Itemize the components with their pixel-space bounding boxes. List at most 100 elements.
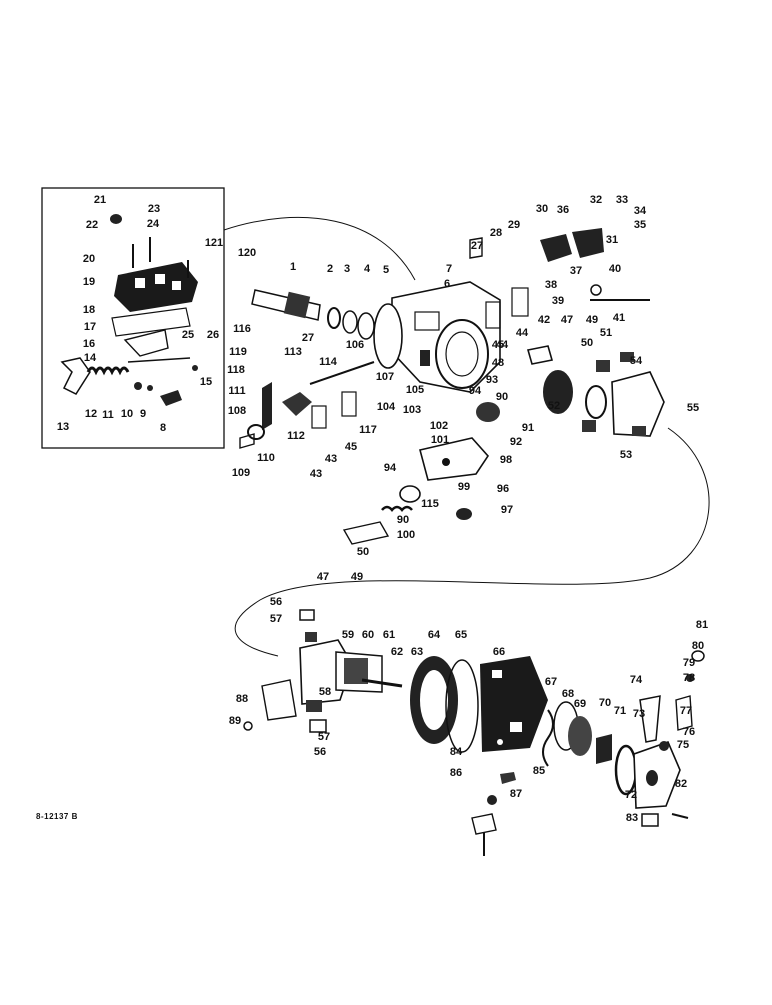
callout-92: 92 xyxy=(510,436,522,448)
callout-73: 73 xyxy=(633,708,645,720)
callout-20: 20 xyxy=(83,253,95,265)
callout-43: 43 xyxy=(310,468,322,480)
callout-23: 23 xyxy=(148,203,160,215)
callout-72: 72 xyxy=(625,789,637,801)
governor-linkage xyxy=(60,329,198,406)
callout-105: 105 xyxy=(406,384,424,396)
callout-33: 33 xyxy=(616,194,628,206)
callout-57: 57 xyxy=(318,731,330,743)
cover-screws xyxy=(132,237,189,278)
cover-plug xyxy=(110,214,122,224)
callout-37: 37 xyxy=(570,265,582,277)
callout-36: 36 xyxy=(557,204,569,216)
callout-26: 26 xyxy=(207,329,219,341)
callout-38: 38 xyxy=(545,279,557,291)
callout-34: 34 xyxy=(634,205,647,217)
callout-102: 102 xyxy=(430,420,448,432)
drive-hub xyxy=(261,639,403,721)
callout-112: 112 xyxy=(287,430,305,442)
callout-120: 120 xyxy=(238,247,256,259)
callout-96: 96 xyxy=(497,483,509,495)
callout-80: 80 xyxy=(692,640,704,652)
callout-48: 48 xyxy=(492,357,504,369)
callout-2: 2 xyxy=(327,263,333,275)
callout-3: 3 xyxy=(344,263,350,275)
callout-66: 66 xyxy=(493,646,505,658)
inset-frame xyxy=(41,187,225,449)
callout-83: 83 xyxy=(626,812,638,824)
callout-99: 99 xyxy=(458,481,470,493)
callout-7: 7 xyxy=(446,263,452,275)
callout-29: 29 xyxy=(508,219,520,231)
callout-103: 103 xyxy=(403,404,421,416)
callout-39: 39 xyxy=(552,295,564,307)
callout-61: 61 xyxy=(383,629,395,641)
callout-45: 45 xyxy=(345,441,357,453)
callout-84: 84 xyxy=(450,746,463,758)
callout-93: 93 xyxy=(486,374,498,386)
callout-63: 63 xyxy=(411,646,423,658)
callout-35: 35 xyxy=(634,219,646,231)
leader-upper-to-lower xyxy=(234,427,710,657)
callout-50: 50 xyxy=(357,546,369,558)
callout-51: 51 xyxy=(600,327,612,339)
callout-9: 9 xyxy=(140,408,146,420)
callout-5: 5 xyxy=(383,264,389,276)
callout-1: 1 xyxy=(290,261,296,273)
callout-25: 25 xyxy=(182,329,194,341)
callout-50: 50 xyxy=(581,337,593,349)
callout-86: 86 xyxy=(450,767,462,779)
callout-45: 45 xyxy=(492,339,504,351)
callout-104: 104 xyxy=(377,401,396,413)
callout-107: 107 xyxy=(376,371,394,383)
callout-14: 14 xyxy=(84,352,97,364)
callout-28: 28 xyxy=(490,227,502,239)
callout-8: 8 xyxy=(160,422,166,434)
callout-24: 24 xyxy=(147,218,160,230)
advance-housing xyxy=(342,402,500,545)
callout-55: 55 xyxy=(687,402,699,414)
callout-47: 47 xyxy=(561,314,573,326)
callout-15: 15 xyxy=(200,376,212,388)
pump-housing xyxy=(373,281,501,393)
callout-65: 65 xyxy=(455,629,467,641)
callout-70: 70 xyxy=(599,697,611,709)
callout-32: 32 xyxy=(590,194,602,206)
regulator-fittings xyxy=(639,650,705,827)
callout-88: 88 xyxy=(236,693,248,705)
callout-43: 43 xyxy=(325,453,337,465)
callout-115: 115 xyxy=(421,498,439,510)
callout-117: 117 xyxy=(359,424,377,436)
callout-108: 108 xyxy=(228,405,246,417)
callout-42: 42 xyxy=(538,314,550,326)
callout-18: 18 xyxy=(83,304,95,316)
callout-90: 90 xyxy=(496,391,508,403)
callout-56: 56 xyxy=(314,746,326,758)
hydraulic-head-end xyxy=(526,345,665,437)
callout-116: 116 xyxy=(233,323,251,335)
callout-31: 31 xyxy=(606,234,618,246)
callout-17: 17 xyxy=(84,321,96,333)
callout-85: 85 xyxy=(533,765,545,777)
callout-77: 77 xyxy=(680,705,692,717)
callout-40: 40 xyxy=(609,263,621,275)
shutoff-linkage xyxy=(469,228,650,301)
callout-16: 16 xyxy=(83,338,95,350)
callout-89: 89 xyxy=(229,715,241,727)
callout-82: 82 xyxy=(675,778,687,790)
callout-11: 11 xyxy=(102,409,114,421)
callout-57: 57 xyxy=(270,613,282,625)
callout-6: 6 xyxy=(444,278,450,290)
callout-49: 49 xyxy=(586,314,598,326)
callout-56: 56 xyxy=(270,596,282,608)
callout-21: 21 xyxy=(94,194,106,206)
callout-49: 49 xyxy=(351,571,363,583)
callout-59: 59 xyxy=(342,629,354,641)
callout-44: 44 xyxy=(516,327,529,339)
cover-gasket xyxy=(111,307,191,337)
callout-47: 47 xyxy=(317,571,329,583)
callout-69: 69 xyxy=(574,698,586,710)
drive-shaft xyxy=(251,289,375,340)
callout-22: 22 xyxy=(86,219,98,231)
